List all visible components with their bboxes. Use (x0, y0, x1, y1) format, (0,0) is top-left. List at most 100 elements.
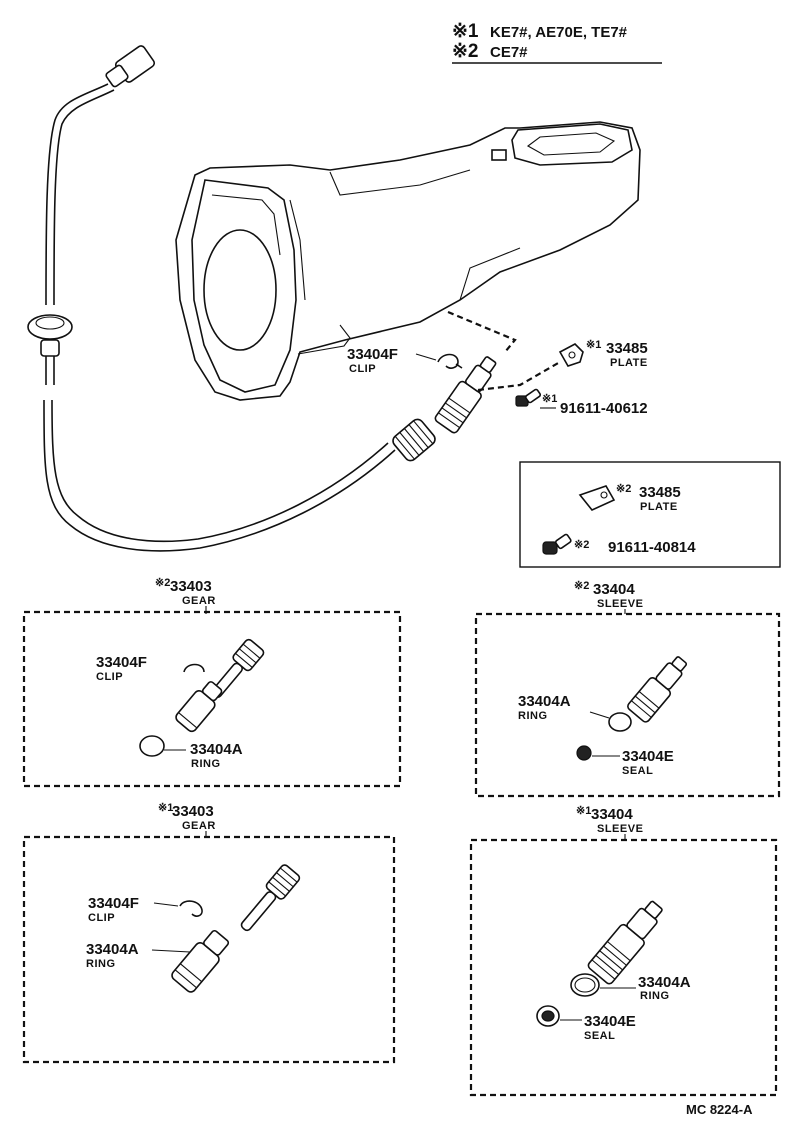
housing-rib-1 (329, 169, 471, 196)
gear-1-frame (22, 835, 396, 1064)
housing-rib-2 (289, 199, 306, 301)
sleeve-1-ring-name: RING (640, 990, 670, 1002)
legend-mark-2: ※2 (452, 41, 479, 62)
sleeve-2-body-icon (627, 656, 688, 723)
callout-clip-part: 33404F (347, 346, 398, 363)
group-gear-2: ※2 33403 GEAR 33404F CLIP 33404A RING (22, 577, 402, 788)
cable-grommet (27, 314, 73, 340)
cable-connector-boot (105, 64, 129, 88)
gear-2-clip-part: 33404F (96, 654, 147, 671)
callout-plate-2-part: 33485 (639, 484, 681, 501)
gear-1-name: GEAR (182, 820, 216, 832)
sleeve-1-ring-part: 33404A (638, 974, 691, 991)
sleeve-1-seal-name: SEAL (584, 1030, 615, 1042)
sleeve-1-body-icon (587, 900, 663, 985)
diagram-code: MC 8224-A (686, 1102, 753, 1117)
callout-plate-1: ※1 33485 PLATE (586, 339, 648, 369)
callout-plate-2-mark: ※2 (616, 483, 631, 495)
gear-1-clip-name: CLIP (88, 912, 115, 924)
mount-dashed-line (447, 310, 517, 353)
sleeve-1-mark: ※1 (576, 805, 591, 817)
callout-bolt-1-mark: ※1 (542, 393, 557, 405)
plate-1-icon (558, 343, 584, 367)
gear-1-mark: ※1 (158, 802, 173, 814)
sleeve-2-mark: ※2 (574, 580, 589, 592)
gear-1-ring-name: RING (86, 958, 116, 970)
sleeve-2-ring-leader (589, 711, 610, 719)
cable-lower-line-b (51, 399, 389, 543)
cable-lower-line-a (43, 399, 396, 552)
gear-2-ring-icon (139, 735, 165, 757)
bolt-2-icon (542, 533, 572, 555)
bell-housing-face (191, 179, 297, 393)
gear-1-clip-leader (153, 902, 179, 907)
transmission-housing (175, 121, 641, 401)
sleeve-1-frame (469, 838, 778, 1097)
gear-2-ring-part: 33404A (190, 741, 243, 758)
plate-2-hole (600, 491, 608, 499)
plate-bolt-2-box: ※2 33485 PLATE ※2 91611-40814 (519, 461, 781, 568)
gear-1-ring-leader (151, 949, 191, 953)
gear-1-part: 33403 (172, 803, 214, 820)
gear-1-bushing-icon (171, 929, 230, 993)
sleeve-2-seal-icon (576, 745, 592, 761)
gear-1-ring-part: 33404A (86, 941, 139, 958)
callout-plate-1-mark: ※1 (586, 339, 601, 351)
sleeve-1-part: 33404 (591, 806, 633, 823)
speedometer-cable (27, 45, 436, 552)
callout-bolt-1: ※1 91611-40612 (540, 393, 648, 417)
bell-housing-bore (203, 229, 277, 351)
shift-cover (511, 123, 633, 166)
plate-dashed-line (477, 361, 561, 392)
shift-cover-inner (526, 132, 616, 156)
callout-plate-1-name: PLATE (610, 357, 648, 369)
plate-2-icon (578, 485, 616, 511)
legend-mark-1: ※1 (452, 21, 479, 42)
cable-upper-line-b (53, 89, 115, 306)
gear-2-mark: ※2 (155, 577, 170, 589)
cable-nut (392, 418, 436, 462)
sleeve-2-seal-part: 33404E (622, 748, 674, 765)
sleeve-2-ring-icon (608, 712, 632, 732)
main-clip-tab (455, 363, 463, 369)
callout-bolt-2-part: 91611-40814 (608, 539, 696, 556)
cable-grommet-sleeve (40, 339, 60, 357)
gear-2-clip-icon (183, 663, 205, 673)
sleeve-2-ring-part: 33404A (518, 693, 571, 710)
sleeve-2-name: SLEEVE (597, 598, 643, 610)
callout-plate-2-name: PLATE (640, 501, 678, 513)
sleeve-1-seal-part: 33404E (584, 1013, 636, 1030)
plate-bolt-2-frame (519, 461, 781, 568)
gear-2-bushing-icon (175, 681, 223, 733)
callout-bolt-2-mark: ※2 (574, 539, 589, 551)
legend-text-2: CE7# (490, 44, 528, 61)
legend: ※1 KE7#, AE70E, TE7# ※2 CE7# (452, 21, 662, 64)
group-sleeve-2: ※2 33404 SLEEVE 33404A RING 33404E SEAL (474, 580, 781, 798)
cable-upper-line-a (45, 83, 109, 306)
sleeve-1-seal-icon (536, 1005, 560, 1027)
gear-1-shaft-icon (240, 864, 301, 932)
gear-2-ring-name: RING (191, 758, 221, 770)
callout-clip-leader (297, 324, 351, 355)
gear-2-frame (22, 610, 402, 788)
main-clip-icon (437, 353, 459, 369)
callout-clip-leader-2 (415, 353, 437, 361)
cable-grommet-inner (35, 316, 65, 330)
group-gear-1: ※1 33403 GEAR 33404F CLIP 33404A RING (22, 802, 396, 1064)
plate-1-hole (568, 351, 576, 359)
gear-2-clip-name: CLIP (96, 671, 123, 683)
sleeve-1-ring-icon (570, 973, 600, 997)
main-sleeve-assembly (434, 356, 497, 434)
gear-1-clip-part: 33404F (88, 895, 139, 912)
sleeve-1-name: SLEEVE (597, 823, 643, 835)
callout-main-clip: 33404F CLIP (297, 324, 437, 375)
housing-rib-3 (459, 247, 521, 301)
sleeve-2-ring-name: RING (518, 710, 548, 722)
gear-2-part: 33403 (170, 578, 212, 595)
sleeve-2-seal-name: SEAL (622, 765, 653, 777)
legend-text-1: KE7#, AE70E, TE7# (490, 24, 628, 41)
sleeve-1-ring-inner (574, 977, 596, 993)
group-sleeve-1: ※1 33404 SLEEVE 33404A RING 33404E SEAL (469, 805, 778, 1097)
callout-clip-name: CLIP (349, 363, 376, 375)
